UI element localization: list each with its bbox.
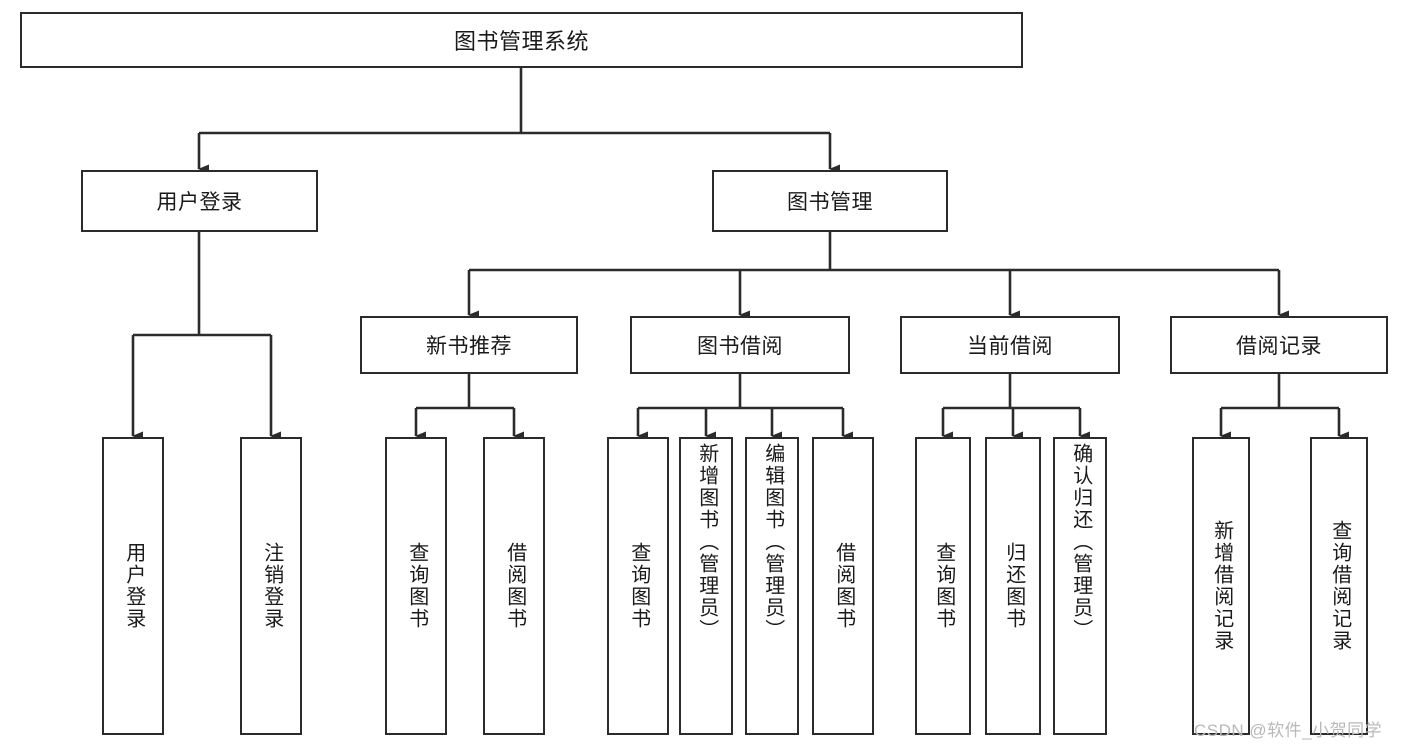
node-label: 查询图书 [932, 542, 955, 630]
node-label: 图书借阅 [697, 335, 783, 358]
node-label: 借阅图书 [832, 542, 855, 630]
node-label: 借阅图书 [503, 542, 526, 630]
watermark-text: CSDN @软件_小贺同学 [1194, 721, 1383, 740]
node-leaf-borrow-book-1[interactable]: 借阅图书 [483, 437, 545, 735]
node-leaf-user-login[interactable]: 用户登录 [102, 437, 164, 735]
node-label: 确认归还（管理员） [1069, 443, 1092, 641]
node-leaf-query-borrow-record[interactable]: 查询借阅记录 [1310, 437, 1368, 735]
node-label: 用户登录 [156, 191, 243, 214]
node-leaf-add-book[interactable]: 新增图书（管理员） [679, 437, 733, 735]
node-book-manage[interactable]: 图书管理 [712, 170, 948, 232]
node-label: 新书推荐 [426, 335, 512, 358]
node-leaf-borrow-book-2[interactable]: 借阅图书 [812, 437, 874, 735]
node-leaf-query-book-3[interactable]: 查询图书 [915, 437, 971, 735]
node-user-login[interactable]: 用户登录 [81, 170, 318, 232]
node-leaf-edit-book[interactable]: 编辑图书（管理员） [745, 437, 799, 735]
node-label: 借阅记录 [1236, 335, 1322, 358]
node-leaf-query-book-2[interactable]: 查询图书 [607, 437, 669, 735]
node-leaf-return-book[interactable]: 归还图书 [985, 437, 1041, 735]
node-label: 图书管理系统 [453, 29, 589, 54]
node-label: 新增借阅记录 [1210, 520, 1233, 652]
node-leaf-add-borrow-record[interactable]: 新增借阅记录 [1192, 437, 1250, 735]
node-leaf-user-logout[interactable]: 注销登录 [240, 437, 302, 735]
node-label: 用户登录 [122, 542, 145, 630]
node-label: 归还图书 [1002, 542, 1025, 630]
node-leaf-confirm-return[interactable]: 确认归还（管理员） [1053, 437, 1107, 735]
node-label: 查询图书 [405, 542, 428, 630]
node-current-borrow[interactable]: 当前借阅 [900, 316, 1120, 374]
node-label: 图书管理 [787, 191, 873, 214]
node-label: 查询借阅记录 [1328, 520, 1351, 652]
node-root-system[interactable]: 图书管理系统 [20, 12, 1023, 68]
node-leaf-query-book-1[interactable]: 查询图书 [385, 437, 447, 735]
node-new-book-recommend[interactable]: 新书推荐 [360, 316, 578, 374]
node-label: 注销登录 [260, 542, 283, 630]
node-borrow-record[interactable]: 借阅记录 [1170, 316, 1388, 374]
node-label: 当前借阅 [967, 335, 1053, 358]
node-book-borrow[interactable]: 图书借阅 [630, 316, 850, 374]
node-label: 新增图书（管理员） [695, 443, 718, 641]
node-label: 查询图书 [627, 542, 650, 630]
node-label: 编辑图书（管理员） [761, 443, 784, 641]
